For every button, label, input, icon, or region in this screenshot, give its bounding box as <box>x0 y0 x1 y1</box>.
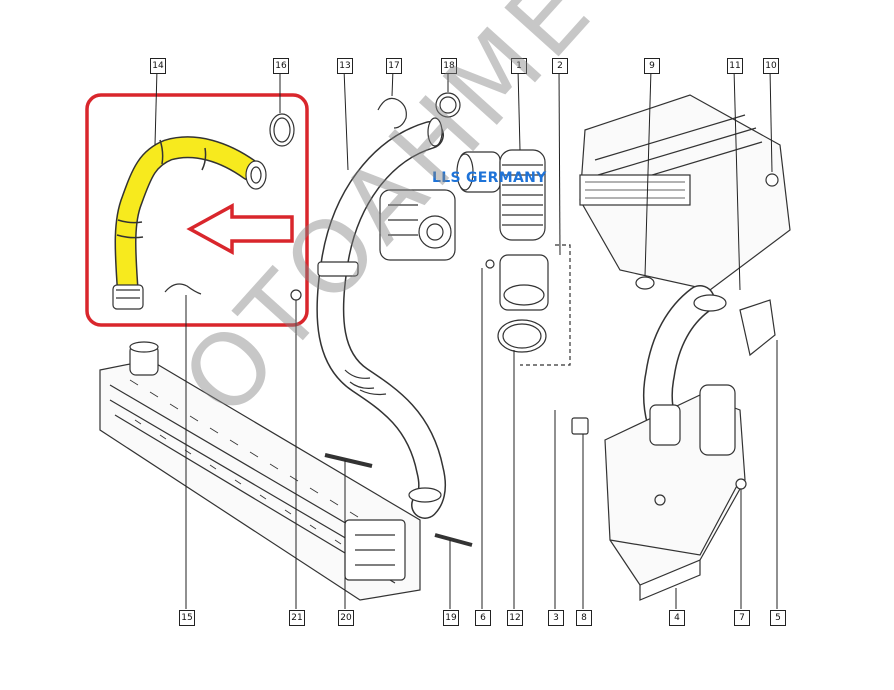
hose-part-14 <box>112 136 267 310</box>
bracket-5 <box>739 299 776 357</box>
arrow-icon <box>186 203 294 255</box>
highlight-box <box>85 93 309 327</box>
bolt-21 <box>290 289 302 301</box>
nut-7 <box>735 478 747 490</box>
callout-5: 5 <box>770 610 786 626</box>
callout-8: 8 <box>576 610 592 626</box>
clip-15 <box>164 283 202 295</box>
gasket-8 <box>571 417 589 435</box>
air-hose-1 <box>456 149 546 241</box>
callout-2: 2 <box>552 58 568 74</box>
callout-15: 15 <box>179 610 195 626</box>
callout-10: 10 <box>763 58 779 74</box>
callout-3: 3 <box>548 610 564 626</box>
callout-20: 20 <box>338 610 354 626</box>
callout-13: 13 <box>337 58 353 74</box>
callout-4: 4 <box>669 610 685 626</box>
callout-17: 17 <box>386 58 402 74</box>
clip-17 <box>377 97 407 129</box>
pipe-13 <box>316 117 447 519</box>
brand-text: LLS GERMANY <box>432 170 547 186</box>
callout-11: 11 <box>727 58 743 74</box>
callout-21: 21 <box>289 610 305 626</box>
callout-18: 18 <box>441 58 457 74</box>
callout-7: 7 <box>734 610 750 626</box>
callout-9: 9 <box>644 58 660 74</box>
clamp-16 <box>269 113 295 147</box>
callout-1: 1 <box>511 58 527 74</box>
bolt-6 <box>485 259 495 269</box>
callout-14: 14 <box>150 58 166 74</box>
grommet-9 <box>635 276 655 290</box>
callout-12: 12 <box>507 610 523 626</box>
clamp-19 <box>434 533 473 547</box>
intercooler <box>99 341 421 601</box>
ring-18 <box>435 92 461 118</box>
clamp-20 <box>324 453 373 468</box>
callout-19: 19 <box>443 610 459 626</box>
air-box-4 <box>604 285 746 601</box>
callout-6: 6 <box>475 610 491 626</box>
callout-16: 16 <box>273 58 289 74</box>
flow-meter-2 <box>499 254 549 311</box>
engine-block <box>579 94 791 291</box>
throttle-body <box>379 189 456 261</box>
ring-12 <box>497 319 547 353</box>
